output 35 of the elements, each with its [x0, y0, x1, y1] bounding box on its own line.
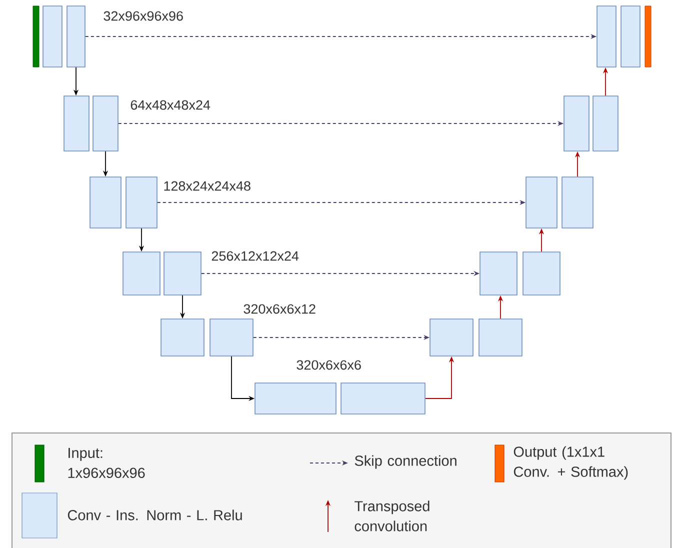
layer-box — [562, 176, 594, 228]
size-label: 256x12x12x24 — [212, 251, 299, 261]
layer-box — [164, 252, 202, 296]
layer-box — [254, 382, 336, 414]
layer-box — [620, 6, 640, 68]
layer-box — [564, 96, 590, 152]
layer-box — [126, 176, 158, 228]
legend-text: Skip connection — [354, 455, 456, 469]
layer-box — [92, 96, 118, 152]
size-label: 32x96x96x96 — [104, 11, 183, 21]
layer-box — [340, 382, 426, 414]
layer-box — [596, 6, 616, 68]
layer-box — [526, 176, 558, 228]
legend-text: Input: 1x96x96x96 — [68, 448, 145, 478]
layer-box — [42, 6, 62, 68]
layer-box — [210, 318, 254, 356]
size-label: 64x48x48x24 — [130, 100, 210, 110]
layer-box — [480, 252, 518, 296]
size-label: 320x6x6x6 — [296, 360, 361, 370]
size-label: 320x6x6x12 — [244, 304, 316, 314]
bar — [644, 6, 652, 68]
layer-box — [592, 96, 618, 152]
size-label: 128x24x24x48 — [164, 181, 250, 191]
legend-text: Conv - Ins. Norm - L. Relu — [68, 510, 242, 520]
layer-box — [430, 318, 474, 356]
layer-box — [90, 176, 122, 228]
layer-box — [66, 6, 86, 68]
layer-box — [478, 318, 522, 356]
layer-box — [522, 252, 560, 296]
layer-box — [64, 96, 90, 152]
bar — [32, 6, 40, 68]
legend-text: Transposed convolution — [354, 500, 430, 532]
layer-box — [122, 252, 160, 296]
layer-box — [160, 318, 204, 356]
legend-text: Output (1x1x1 Conv. + Softmax) — [514, 446, 628, 480]
